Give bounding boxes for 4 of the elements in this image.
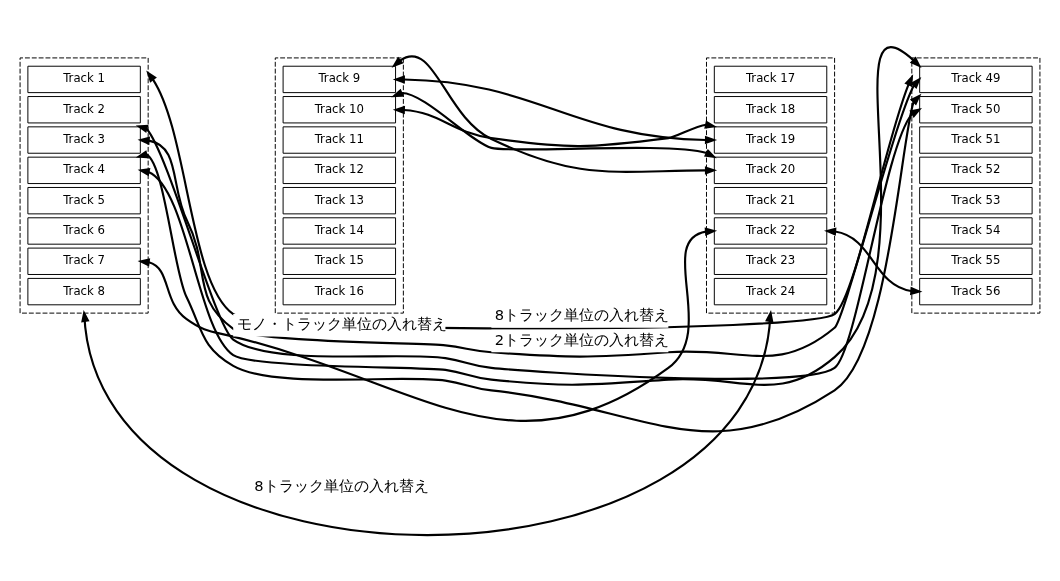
edge-label: モノ・トラック単位の入れ替え (236, 314, 447, 332)
edge-label: 8トラック単位の入れ替え (494, 305, 670, 323)
edge-label: 8トラック単位の入れ替え (254, 476, 429, 494)
edge-label: 2トラック単位の入れ替え (494, 330, 670, 348)
